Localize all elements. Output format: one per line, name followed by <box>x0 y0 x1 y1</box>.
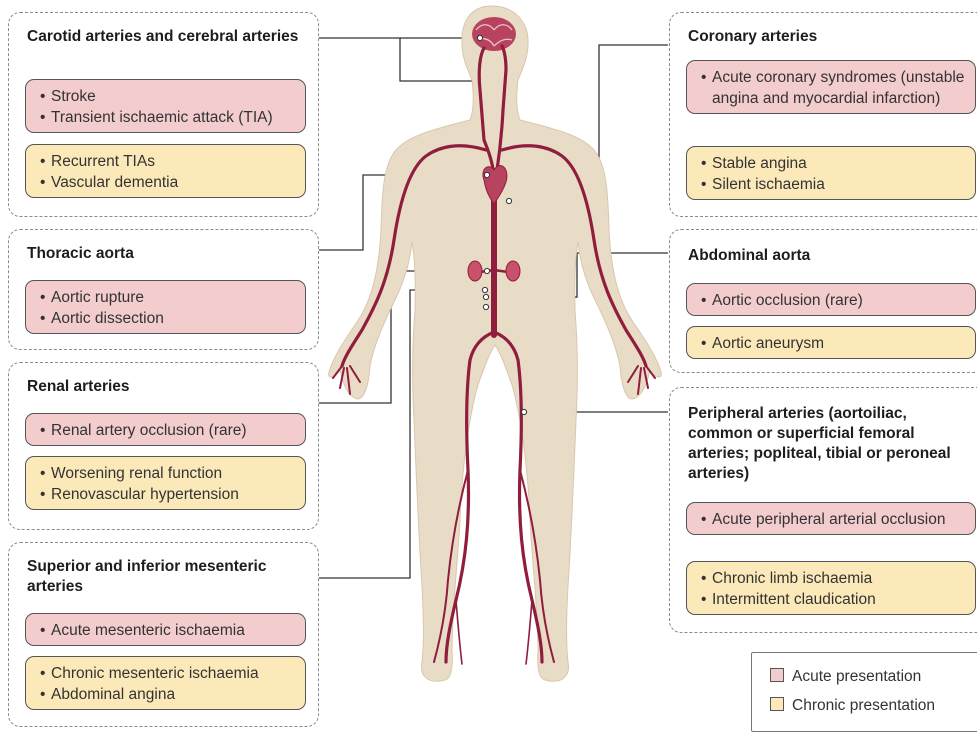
panel-title-coronary: Coronary arteries <box>688 27 976 47</box>
list-item: Stable angina <box>701 153 965 174</box>
panel-peripheral: Peripheral arteries (aortoiliac, common … <box>669 387 977 633</box>
chronic-box-carotid: Recurrent TIAs Vascular dementia <box>25 144 306 198</box>
panel-title-carotid: Carotid arteries and cerebral arteries <box>27 27 306 47</box>
list-item: Stroke <box>40 86 295 107</box>
list-item: Aortic rupture <box>40 287 295 308</box>
panel-abdominal: Abdominal aorta Aortic occlusion (rare) … <box>669 229 977 373</box>
panel-title-peripheral: Peripheral arteries (aortoiliac, common … <box>688 404 958 484</box>
list-item: Abdominal angina <box>40 684 295 705</box>
list-item: Renal artery occlusion (rare) <box>40 420 295 441</box>
list-item: Acute coronary syndromes (unstable angin… <box>701 67 965 109</box>
legend-swatch-acute <box>770 668 784 682</box>
chronic-box-peripheral: Chronic limb ischaemia Intermittent clau… <box>686 561 976 615</box>
panel-thoracic: Thoracic aorta Aortic rupture Aortic dis… <box>8 229 319 350</box>
list-item: Aortic dissection <box>40 308 295 329</box>
list-item: Renovascular hypertension <box>40 484 295 505</box>
panel-coronary: Coronary arteries Acute coronary syndrom… <box>669 12 977 217</box>
legend-swatch-chronic <box>770 697 784 711</box>
panel-carotid: Carotid arteries and cerebral arteries S… <box>8 12 319 217</box>
acute-box-abdominal: Aortic occlusion (rare) <box>686 283 976 316</box>
panel-title-abdominal: Abdominal aorta <box>688 246 976 266</box>
panel-title-thoracic: Thoracic aorta <box>27 244 306 264</box>
list-item: Worsening renal function <box>40 463 295 484</box>
legend: Acute presentation Chronic presentation <box>751 652 977 732</box>
chronic-box-coronary: Stable angina Silent ischaemia <box>686 146 976 200</box>
panel-title-renal: Renal arteries <box>27 377 306 397</box>
panel-title-mesenteric: Superior and inferior mesenteric arterie… <box>27 557 306 597</box>
legend-label-chronic: Chronic presentation <box>792 697 935 714</box>
list-item: Chronic limb ischaemia <box>701 568 965 589</box>
acute-box-thoracic: Aortic rupture Aortic dissection <box>25 280 306 334</box>
list-item: Chronic mesenteric ischaemia <box>40 663 295 684</box>
list-item: Aortic aneurysm <box>701 333 965 354</box>
panel-renal: Renal arteries Renal artery occlusion (r… <box>8 362 319 530</box>
legend-row-acute: Acute presentation <box>770 667 921 687</box>
list-item: Recurrent TIAs <box>40 151 295 172</box>
list-item: Acute peripheral arterial occlusion <box>701 509 965 530</box>
acute-box-peripheral: Acute peripheral arterial occlusion <box>686 502 976 535</box>
list-item: Vascular dementia <box>40 172 295 193</box>
chronic-box-mesenteric: Chronic mesenteric ischaemia Abdominal a… <box>25 656 306 710</box>
connector-carotid <box>318 38 480 81</box>
list-item: Transient ischaemic attack (TIA) <box>40 107 295 128</box>
legend-label-acute: Acute presentation <box>792 668 921 685</box>
brain-icon <box>472 17 516 51</box>
panel-mesenteric: Superior and inferior mesenteric arterie… <box>8 542 319 727</box>
body-silhouette <box>329 6 662 681</box>
acute-box-renal: Renal artery occlusion (rare) <box>25 413 306 446</box>
list-item: Silent ischaemia <box>701 174 965 195</box>
acute-box-carotid: Stroke Transient ischaemic attack (TIA) <box>25 79 306 133</box>
list-item: Intermittent claudication <box>701 589 965 610</box>
legend-row-chronic: Chronic presentation <box>770 696 935 716</box>
list-item: Acute mesenteric ischaemia <box>40 620 295 641</box>
acute-box-coronary: Acute coronary syndromes (unstable angin… <box>686 60 976 114</box>
acute-box-mesenteric: Acute mesenteric ischaemia <box>25 613 306 646</box>
chronic-box-renal: Worsening renal function Renovascular hy… <box>25 456 306 510</box>
list-item: Aortic occlusion (rare) <box>701 290 965 311</box>
chronic-box-abdominal: Aortic aneurysm <box>686 326 976 359</box>
